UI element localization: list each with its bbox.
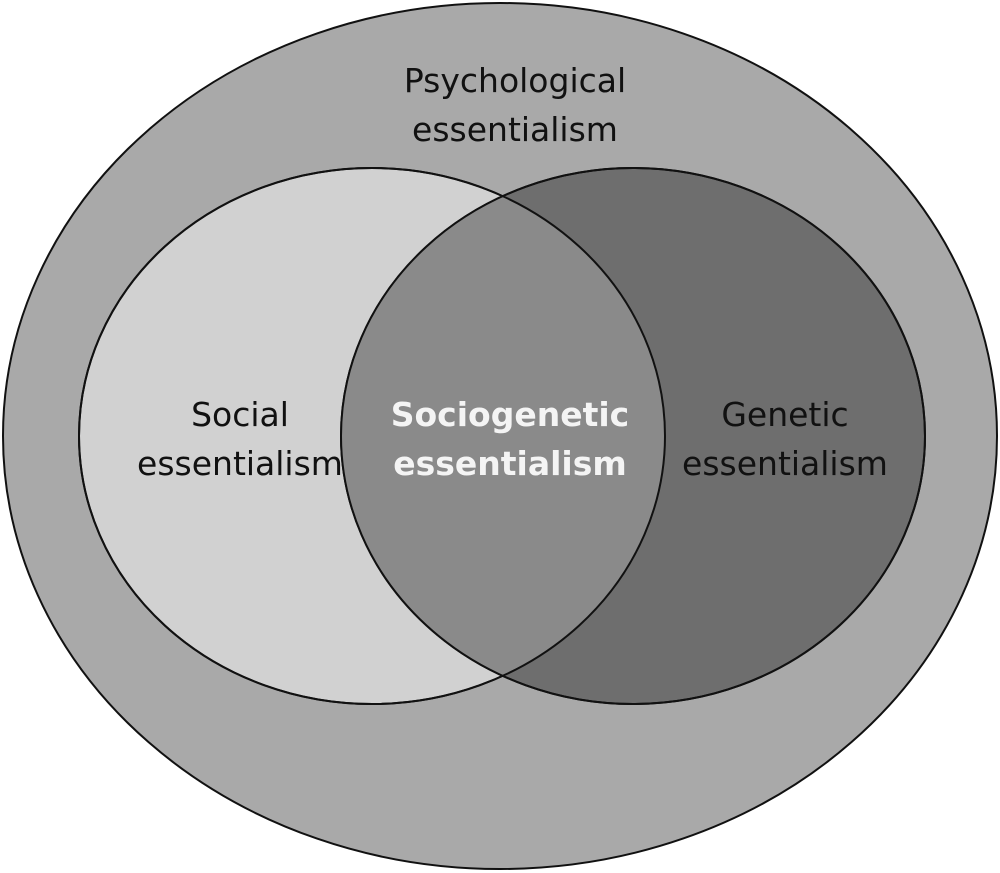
genetic-essentialism-label: Genetic essentialism xyxy=(625,390,945,488)
genetic-label-line2: essentialism xyxy=(682,444,888,483)
psychological-label-line1: Psychological xyxy=(403,61,627,100)
sociogenetic-essentialism-label: Sociogenetic essentialism xyxy=(355,390,665,488)
sociogenetic-essentialism-region xyxy=(341,168,665,704)
genetic-label-line1: Genetic xyxy=(721,395,849,434)
social-label-line1: Social xyxy=(191,395,289,434)
left-circle-outline xyxy=(78,167,666,705)
sociogenetic-label-line1: Sociogenetic xyxy=(390,395,630,434)
right-circle-outline xyxy=(340,167,926,705)
social-essentialism-label: Social essentialism xyxy=(80,390,400,488)
sociogenetic-label-line2: essentialism xyxy=(393,444,627,483)
psychological-label-line2: essentialism xyxy=(412,110,618,149)
social-label-line2: essentialism xyxy=(137,444,343,483)
psychological-essentialism-label: Psychological essentialism xyxy=(305,56,725,154)
